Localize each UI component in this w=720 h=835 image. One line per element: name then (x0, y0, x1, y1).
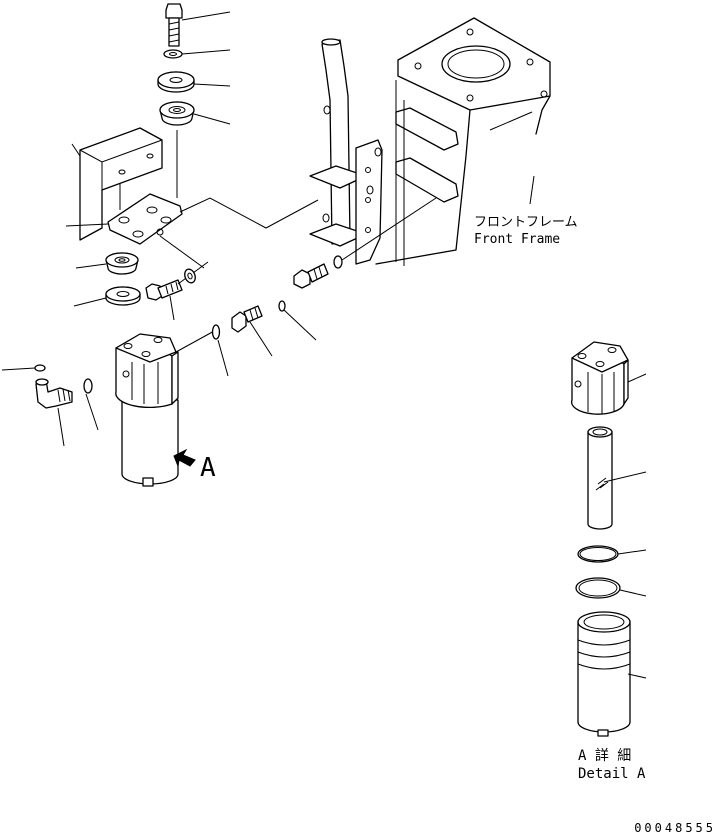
plug (1, 364, 46, 372)
mount-bolt (145, 261, 209, 321)
front-frame-label-en: Front Frame (474, 232, 560, 247)
flat-washer (157, 71, 231, 93)
rubber-mount-upper (159, 101, 231, 126)
lock-washer (163, 49, 231, 59)
pipe-bolt (293, 197, 437, 289)
filter-housing (115, 329, 217, 487)
filter-bracket (71, 127, 163, 241)
detail-label-jp: A 詳 細 (578, 748, 631, 764)
view-label-a: A (200, 453, 216, 483)
drawing-number: 00048555 (634, 821, 716, 835)
detail-label-en: Detail A (578, 766, 646, 782)
detail-filter-element (587, 426, 647, 530)
mounting-plate (65, 193, 319, 269)
detail-filter-bowl (577, 611, 647, 737)
detail-filter-head (570, 341, 647, 415)
top-bolt (165, 3, 231, 47)
lower-washer (73, 286, 141, 307)
view-arrow-a: A (173, 448, 216, 483)
connector (231, 305, 273, 357)
front-frame (375, 17, 551, 266)
column-pipe (309, 38, 383, 265)
o-ring-right (211, 324, 229, 377)
front-frame-label-jp: フロントフレーム (474, 215, 578, 230)
elbow-fitting (35, 378, 73, 447)
detail-o-ring-1 (577, 545, 647, 563)
detail-o-ring-2 (575, 577, 647, 599)
o-ring-left (83, 378, 99, 431)
small-washer (184, 268, 196, 284)
o-ring-small (278, 300, 317, 341)
rubber-mount-lower (75, 252, 139, 275)
